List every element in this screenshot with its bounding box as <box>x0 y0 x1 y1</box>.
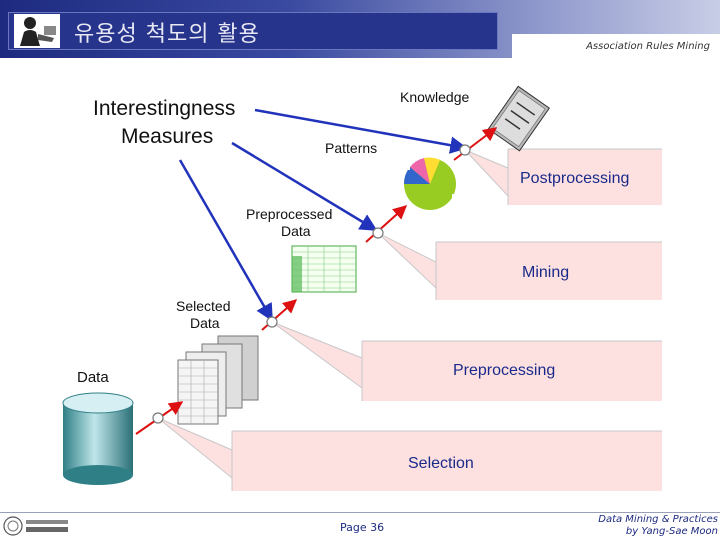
label-data: Data <box>77 369 109 386</box>
footer-divider <box>0 512 720 513</box>
label-interestingness-line1: Interestingness <box>93 97 235 120</box>
preprocessed-data-table <box>291 245 357 293</box>
selected-data-stack <box>177 335 259 425</box>
callout-postprocessing <box>464 149 509 198</box>
patterns-pie-chart <box>380 157 470 210</box>
footer-credit: Data Mining & Practices by Yang-Sae Moon <box>598 514 718 538</box>
step-box-selection: Selection <box>231 430 662 491</box>
red-arrow-patterns-to-knowledge <box>453 127 498 161</box>
university-logo-icon <box>3 516 68 536</box>
page-title: 유용성 척도의 활용 <box>74 22 260 47</box>
label-selected-line2: Data <box>190 315 220 331</box>
step-box-mining: Mining <box>435 241 662 300</box>
step-label-selection: Selection <box>408 455 474 472</box>
step-box-preprocessing: Preprocessing <box>361 340 662 401</box>
header-bar: 유용성 척도의 활용 <box>0 0 720 58</box>
page-subtitle: Association Rules Mining <box>586 41 710 52</box>
knowledge-book-icon <box>487 85 550 152</box>
label-preprocessed-line2: Data <box>281 223 311 239</box>
subtitle-box <box>512 34 720 58</box>
credit-line1: Data Mining & Practices <box>598 514 718 525</box>
data-cylinder <box>62 392 134 485</box>
junction-circle-selection <box>152 412 164 424</box>
label-knowledge: Knowledge <box>400 89 469 105</box>
blue-arrow-to-knowledge <box>254 108 468 154</box>
junction-circle-preprocessing <box>266 316 278 328</box>
credit-line2: by Yang-Sae Moon <box>625 526 718 537</box>
blue-arrow-to-patterns <box>231 141 378 232</box>
kdd-process-diagram: Postprocessing Mining Preprocessing Sele… <box>62 85 662 491</box>
person-at-desk-icon <box>14 14 60 48</box>
step-label-postprocessing: Postprocessing <box>520 170 629 187</box>
callout-selection <box>157 417 233 480</box>
label-selected-line1: Selected <box>176 298 230 314</box>
callout-preprocessing <box>271 321 363 389</box>
label-patterns: Patterns <box>325 140 377 156</box>
callout-mining <box>377 232 437 290</box>
label-preprocessed-line1: Preprocessed <box>246 206 332 222</box>
step-box-postprocessing: Postprocessing <box>507 148 662 205</box>
junction-circle-postprocessing <box>459 144 471 156</box>
title-box <box>8 12 498 50</box>
step-label-preprocessing: Preprocessing <box>453 362 555 379</box>
blue-arrow-to-preprocessed <box>178 159 274 322</box>
step-label-mining: Mining <box>522 264 569 281</box>
red-arrow-preprocessed-to-patterns <box>365 205 408 243</box>
label-interestingness-line2: Measures <box>121 125 213 148</box>
page-number: Page 36 <box>340 521 385 534</box>
junction-circle-mining <box>372 227 384 239</box>
